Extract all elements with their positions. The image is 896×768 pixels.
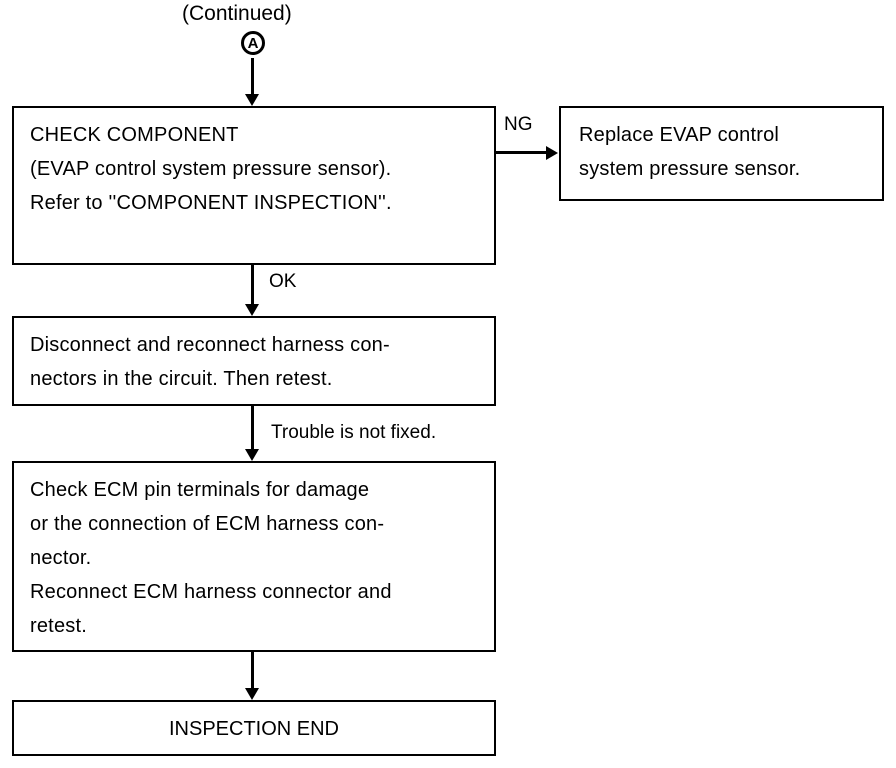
connector-a-circle: A bbox=[241, 31, 265, 55]
edge-label-ng: NG bbox=[504, 114, 533, 135]
box-disconnect-reconnect: Disconnect and reconnect harness con- ne… bbox=[12, 316, 496, 406]
box-check-ecm-pins-text: Check ECM pin terminals for damage or th… bbox=[30, 479, 392, 637]
box-replace-sensor-text: Replace EVAP control system pressure sen… bbox=[579, 124, 801, 180]
edge-a-to-check-arrowhead bbox=[245, 94, 259, 106]
edge-a-to-check-line bbox=[251, 58, 254, 100]
box-check-ecm-pins: Check ECM pin terminals for damage or th… bbox=[12, 461, 496, 652]
edge-label-ok: OK bbox=[269, 271, 297, 292]
edge-ng-arrowhead bbox=[546, 146, 558, 160]
edge-trouble-line bbox=[251, 406, 254, 456]
edge-ng-line bbox=[496, 151, 550, 154]
continued-label: (Continued) bbox=[182, 2, 292, 25]
edge-ok-arrowhead bbox=[245, 304, 259, 316]
edge-to-end-line bbox=[251, 652, 254, 696]
edge-trouble-arrowhead bbox=[245, 449, 259, 461]
edge-to-end-arrowhead bbox=[245, 688, 259, 700]
edge-label-trouble: Trouble is not fixed. bbox=[271, 422, 437, 443]
connector-a-letter: A bbox=[247, 34, 259, 52]
box-replace-sensor: Replace EVAP control system pressure sen… bbox=[559, 106, 884, 201]
box-inspection-end-text: INSPECTION END bbox=[168, 718, 340, 740]
box-check-component: CHECK COMPONENT (EVAP control system pre… bbox=[12, 106, 496, 265]
edge-ok-line bbox=[251, 265, 254, 311]
box-check-component-text: CHECK COMPONENT (EVAP control system pre… bbox=[30, 124, 392, 214]
box-disconnect-reconnect-text: Disconnect and reconnect harness con- ne… bbox=[30, 334, 390, 390]
box-inspection-end: INSPECTION END bbox=[12, 700, 496, 756]
